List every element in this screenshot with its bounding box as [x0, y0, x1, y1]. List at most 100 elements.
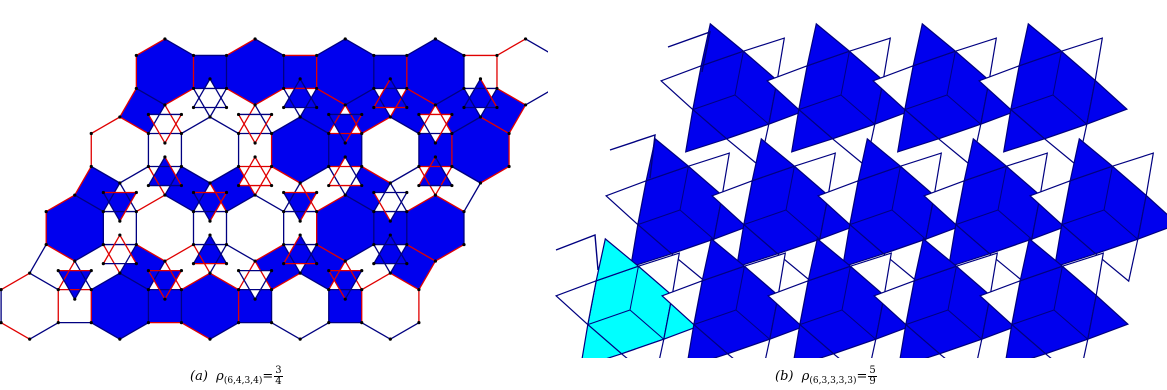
- vertex-dot: [253, 297, 257, 301]
- triangle-tile: [103, 235, 137, 264]
- tile-edge: [344, 38, 375, 56]
- tile-edge: [406, 194, 436, 213]
- tile-edge: [418, 104, 436, 134]
- vertex-dot: [118, 115, 122, 119]
- tile-edge: [136, 87, 166, 106]
- tile-edge: [147, 156, 166, 186]
- tile-edge: [1061, 209, 1105, 226]
- tile-edge: [328, 260, 346, 290]
- vertex-dot: [179, 288, 184, 292]
- vertex-dot: [417, 131, 421, 136]
- tile-edge: [451, 116, 481, 135]
- vertex-dot: [253, 103, 257, 107]
- tile-edge: [147, 270, 166, 300]
- vertex-dot: [73, 297, 77, 301]
- vertex-dot: [146, 321, 151, 325]
- vertex-dot: [405, 105, 409, 110]
- vertex-dot: [315, 53, 319, 58]
- tile-edge: [344, 156, 363, 186]
- tile-edge: [361, 165, 391, 184]
- tile-edge: [209, 272, 239, 291]
- hexagon-tile: [181, 117, 239, 183]
- vertex-dot: [179, 112, 184, 117]
- tile-edge: [373, 182, 391, 212]
- triangle-tile: [849, 252, 893, 297]
- tile-edge: [254, 87, 284, 106]
- vertex-dot: [208, 233, 212, 237]
- tile-edge: [435, 194, 465, 213]
- tile-edge: [147, 114, 166, 144]
- triangle-tile: [1137, 194, 1167, 241]
- vertex-dot: [462, 86, 466, 91]
- triangle-tile: [871, 64, 914, 111]
- vertex-dot: [191, 242, 196, 247]
- tile-edge: [57, 270, 76, 300]
- tile-edge: [946, 51, 956, 96]
- tile-edge: [389, 78, 408, 108]
- hexagon-tile: [271, 117, 329, 183]
- tile-edge: [57, 260, 76, 290]
- vertex-dot: [450, 183, 454, 188]
- vertex-dot: [146, 164, 151, 169]
- tile-edge: [480, 165, 510, 184]
- vertex-dot: [134, 209, 138, 214]
- vertex-dot: [495, 105, 499, 110]
- vertex-dot: [208, 77, 212, 81]
- vertex-dot: [327, 131, 331, 136]
- square-tile: [373, 55, 407, 89]
- vertex-dot: [134, 53, 138, 58]
- vertex-dot: [89, 131, 93, 136]
- tile-edge: [29, 322, 59, 340]
- triangle-tile: [464, 78, 497, 108]
- hexagon-tile: [1, 273, 59, 340]
- tile-edge: [609, 133, 656, 179]
- tile-edge: [463, 78, 482, 108]
- vertex-dot: [101, 190, 105, 195]
- vertex-dot: [315, 242, 319, 247]
- vertex-dot: [118, 233, 122, 237]
- vertex-dot: [236, 112, 241, 117]
- caption-b-label: (b): [775, 369, 794, 384]
- tile-edge: [389, 165, 420, 184]
- tile-edge: [361, 272, 391, 291]
- tile-edge: [693, 309, 737, 326]
- triangle-tile: [700, 22, 745, 67]
- vertex-dot: [224, 190, 229, 195]
- tile-edge: [798, 94, 842, 111]
- tile-edge: [997, 166, 1007, 211]
- triangle-tile: [1028, 179, 1071, 226]
- triangle-tile: [1111, 152, 1155, 197]
- vertex-dot: [253, 37, 257, 41]
- vertex-dot: [28, 271, 32, 275]
- tile-edge: [508, 104, 527, 134]
- tile-edge: [181, 322, 211, 340]
- triangle-tile: [418, 114, 452, 143]
- tile-edge: [891, 209, 927, 240]
- tile-edge: [192, 78, 211, 108]
- tile-edge: [119, 88, 137, 118]
- vertex-dot: [134, 262, 138, 266]
- vertex-dot: [56, 269, 60, 273]
- tile-edge: [0, 322, 31, 340]
- vertex-dot: [462, 242, 466, 247]
- tile-edge: [480, 116, 510, 135]
- hexagon-tile: [136, 38, 194, 105]
- tile-edge: [299, 322, 330, 340]
- triangle-tile: [554, 279, 597, 326]
- tile-edge: [841, 266, 851, 311]
- vertex-dot: [89, 288, 93, 292]
- square-tile: [148, 289, 182, 323]
- vertex-dot: [282, 190, 286, 195]
- tile-edge: [1011, 309, 1055, 326]
- tile-edge: [299, 192, 318, 222]
- vertex-dot: [269, 183, 274, 188]
- hexagon-tile: [226, 38, 284, 105]
- tile-edge: [418, 114, 436, 144]
- tile-edge: [451, 165, 481, 184]
- tile-edge: [209, 322, 239, 340]
- tile-edge: [344, 270, 363, 300]
- triangle-tile: [373, 78, 407, 108]
- tile-edge: [389, 182, 408, 212]
- tile-edge: [238, 260, 256, 290]
